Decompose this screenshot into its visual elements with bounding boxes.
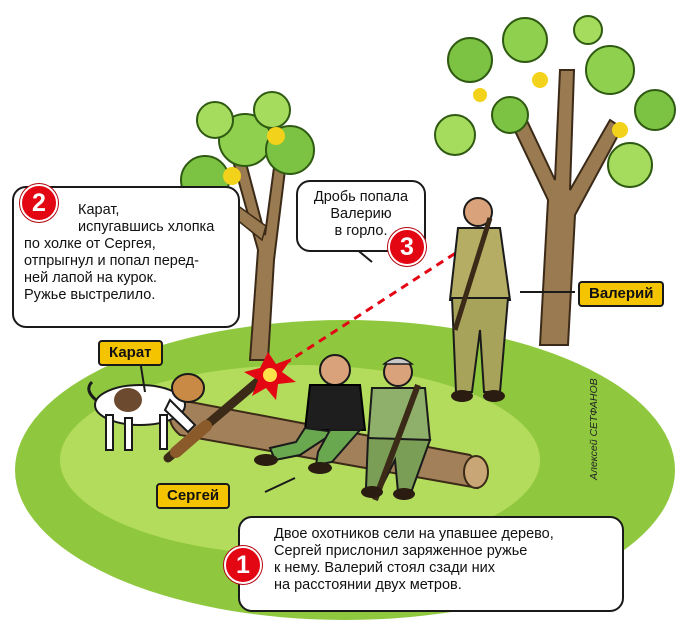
hunter-valery-icon — [448, 197, 512, 402]
callout-line: отпрыгнул и попал перед- — [24, 253, 199, 269]
callout-line: к нему. Валерий стоял сзади них — [274, 560, 496, 576]
step-number-1: 1 — [224, 546, 262, 584]
callout-line: ней лапой на курок. — [24, 270, 157, 286]
callout-line: Двое охотников сели на упавшее дерево, — [274, 526, 554, 542]
label-sergey: Сергей — [156, 483, 231, 509]
callout-step-3: Дробь попала Валерию в горло. — [296, 180, 426, 252]
muzzle-flash-icon — [244, 352, 296, 400]
step-number-3: 3 — [388, 228, 426, 266]
dog-icon — [87, 373, 205, 451]
callout-line: Ружье выстрелило. — [24, 287, 156, 303]
hunter-companion-icon — [361, 357, 432, 502]
callout-line: Сергей прислонил заряженное ружье — [274, 543, 528, 559]
callout-step-1: Двое охотников сели на упавшее дерево, С… — [238, 516, 624, 612]
label-pointer-sergey — [264, 477, 296, 493]
step-number-2: 2 — [20, 184, 58, 222]
shot-trajectory-line — [271, 243, 469, 374]
hunter-sergey-icon — [254, 354, 367, 474]
callout-line: Карат, — [78, 202, 120, 218]
author-credit: Алексей СЕТФАНОВ — [588, 378, 600, 480]
tree-icon — [434, 15, 676, 346]
label-dog-karat: Карат — [98, 340, 163, 366]
callout-line: Валерию — [330, 206, 392, 222]
callout-line: по холке от Сергея, — [24, 236, 156, 252]
rifle-icon — [163, 373, 267, 463]
label-valery: Валерий — [578, 281, 665, 307]
callout-line: Дробь попала — [313, 189, 409, 205]
callout-line: на расстоянии двух метров. — [274, 577, 462, 593]
callout-line: в горло. — [334, 223, 388, 239]
callout-line: испугавшись хлопка — [78, 219, 215, 235]
